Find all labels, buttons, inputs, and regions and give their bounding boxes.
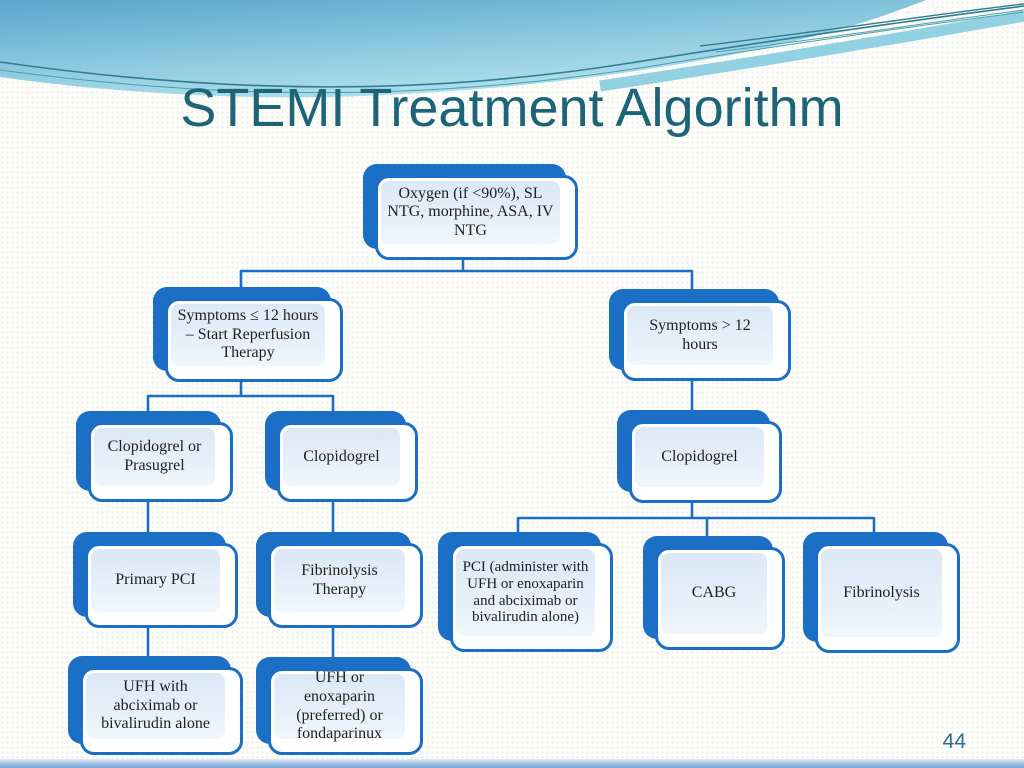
flow-node-symptoms-le-12h: Symptoms ≤ 12 hours – Start Reperfusion … xyxy=(153,287,343,382)
flow-node-clopidogrel-or-prasugrel: Clopidogrel or Prasugrel xyxy=(76,411,233,502)
flow-node-root: Oxygen (if <90%), SL NTG, morphine, ASA,… xyxy=(363,164,578,260)
node-label: CABG xyxy=(661,553,767,634)
node-label: Symptoms ≤ 12 hours – Start Reperfusion … xyxy=(171,304,325,366)
flow-node-clopidogrel-left: Clopidogrel xyxy=(265,411,418,502)
flow-node-ufh-abciximab: UFH with abciximab or bivalirudin alone xyxy=(68,656,243,755)
bottom-accent-bar xyxy=(0,759,1024,768)
node-box: Fibrinolysis Therapy xyxy=(268,543,423,628)
node-label: Symptoms > 12 hours xyxy=(627,306,773,365)
flow-node-fibrinolysis: Fibrinolysis xyxy=(803,532,960,653)
node-box: Oxygen (if <90%), SL NTG, morphine, ASA,… xyxy=(375,175,578,260)
node-box: UFH or enoxaparin (preferred) or fondapa… xyxy=(268,668,423,755)
node-label: PCI (administer with UFH or enoxaparin a… xyxy=(456,549,595,636)
node-label: UFH with abciximab or bivalirudin alone xyxy=(86,673,225,739)
node-box: Primary PCI xyxy=(85,543,238,628)
page-number: 44 xyxy=(942,730,966,753)
node-label: Clopidogrel xyxy=(283,428,400,486)
node-label: UFH or enoxaparin (preferred) or fondapa… xyxy=(274,669,405,742)
node-label: Clopidogrel or Prasugrel xyxy=(94,428,215,486)
flow-node-clopidogrel-right: Clopidogrel xyxy=(617,410,782,503)
node-label: Clopidogrel xyxy=(635,427,764,487)
node-box: Clopidogrel or Prasugrel xyxy=(88,422,233,502)
node-box: CABG xyxy=(655,547,785,650)
node-label: Fibrinolysis Therapy xyxy=(274,549,405,612)
node-box: Symptoms ≤ 12 hours – Start Reperfusion … xyxy=(165,298,343,382)
page-title: STEMI Treatment Algorithm xyxy=(180,78,844,138)
node-box: Clopidogrel xyxy=(629,421,782,503)
node-label: Fibrinolysis xyxy=(821,549,942,637)
flow-node-symptoms-gt-12h: Symptoms > 12 hours xyxy=(609,289,791,381)
flow-node-cabg: CABG xyxy=(643,536,785,650)
node-box: Fibrinolysis xyxy=(815,543,960,653)
flow-node-ufh-enoxaparin: UFH or enoxaparin (preferred) or fondapa… xyxy=(256,657,423,755)
node-label: Primary PCI xyxy=(91,549,220,612)
top-wave-decoration xyxy=(0,0,1024,98)
node-box: UFH with abciximab or bivalirudin alone xyxy=(80,667,243,755)
flow-node-pci-administer: PCI (administer with UFH or enoxaparin a… xyxy=(438,532,613,652)
node-box: PCI (administer with UFH or enoxaparin a… xyxy=(450,543,613,652)
flow-node-fibrinolysis-therapy: Fibrinolysis Therapy xyxy=(256,532,423,628)
node-label: Oxygen (if <90%), SL NTG, morphine, ASA,… xyxy=(381,181,560,244)
node-box: Symptoms > 12 hours xyxy=(621,300,791,381)
node-box: Clopidogrel xyxy=(277,422,418,502)
flow-node-primary-pci: Primary PCI xyxy=(73,532,238,628)
